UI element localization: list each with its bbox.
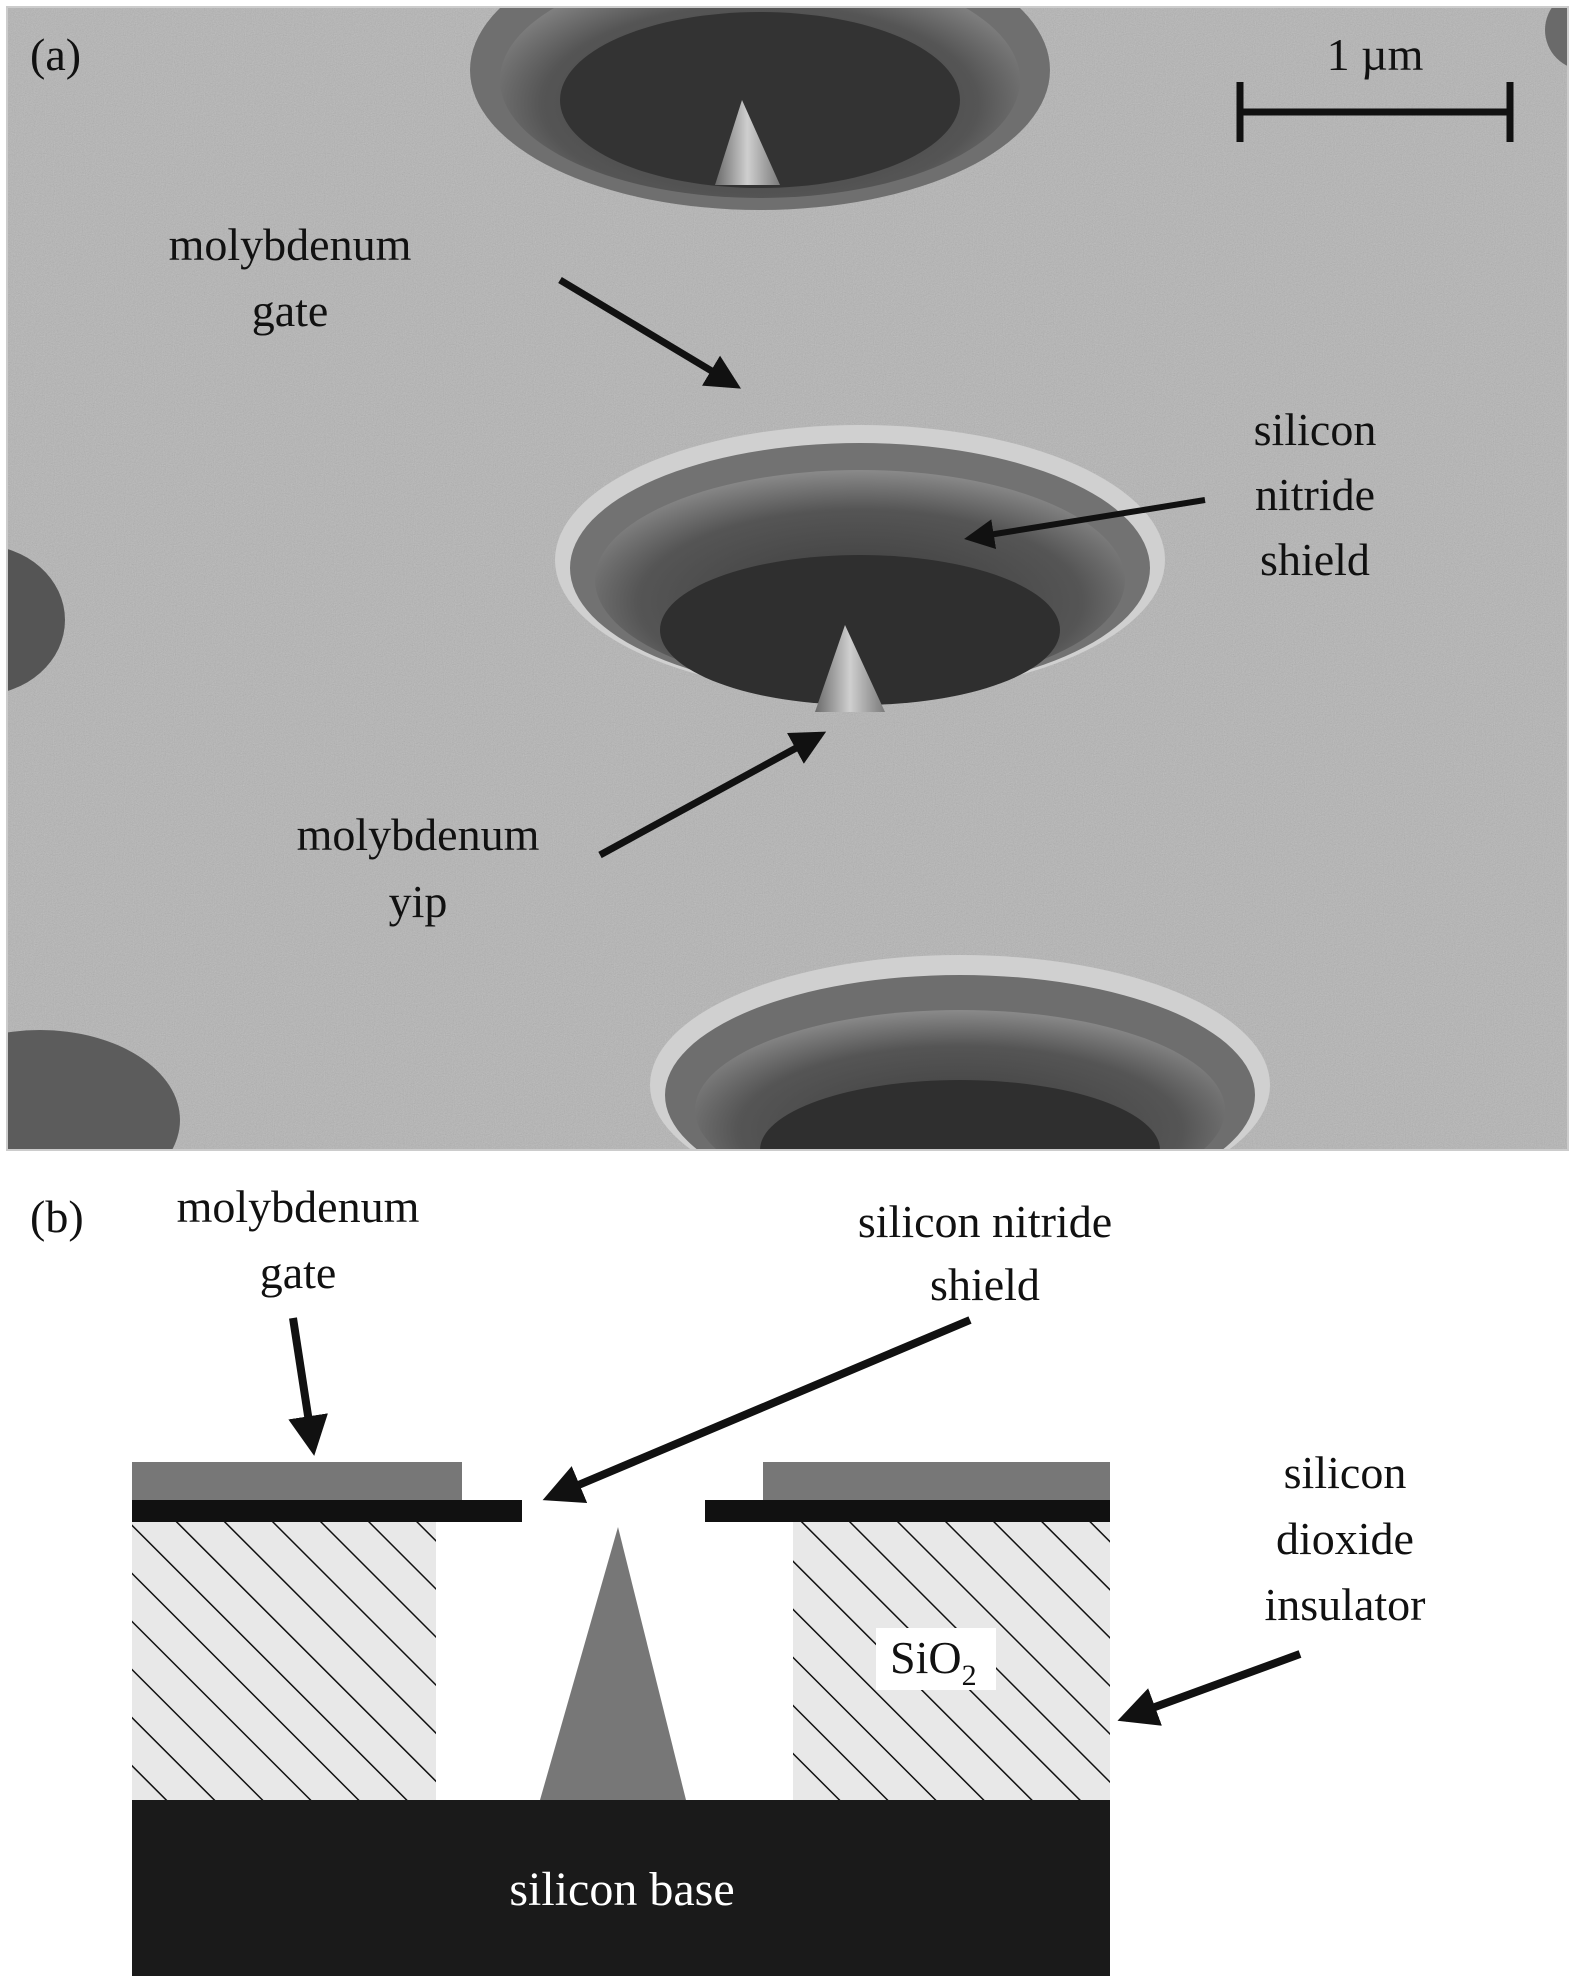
arrow-tip-a bbox=[598, 731, 827, 859]
pit-center bbox=[555, 425, 1165, 712]
pit-top-right bbox=[1545, 7, 1568, 67]
nitride-right bbox=[705, 1500, 1110, 1522]
svg-text:insulator: insulator bbox=[1265, 1579, 1426, 1630]
svg-text:yip: yip bbox=[389, 876, 448, 927]
svg-text:silicon: silicon bbox=[1254, 404, 1377, 455]
arrow-shield-a bbox=[964, 497, 1206, 549]
arrow-insulator-b bbox=[1117, 1650, 1302, 1726]
svg-text:shield: shield bbox=[1260, 534, 1370, 585]
svg-text:gate: gate bbox=[260, 1247, 337, 1298]
molybdenum-tip bbox=[815, 625, 885, 712]
nitride-left bbox=[132, 1500, 522, 1522]
label-shield-a: silicon nitride shield bbox=[1254, 404, 1377, 585]
pit-bottom bbox=[650, 955, 1270, 1150]
label-insulator-b: silicon dioxide insulator bbox=[1265, 1447, 1426, 1630]
label-shield-b: silicon nitride shield bbox=[858, 1196, 1112, 1310]
svg-text:dioxide: dioxide bbox=[1276, 1513, 1414, 1564]
pit-bottom-left bbox=[7, 1030, 180, 1150]
svg-text:SiO2: SiO2 bbox=[890, 1632, 977, 1692]
arrow-shield-b bbox=[542, 1316, 972, 1504]
svg-text:silicon nitride: silicon nitride bbox=[858, 1196, 1112, 1247]
silicon-base-label: silicon base bbox=[509, 1863, 734, 1916]
pit-left-edge bbox=[7, 548, 65, 692]
gate-left bbox=[132, 1462, 462, 1500]
silicon-base bbox=[132, 1800, 1110, 1976]
svg-text:molybdenum: molybdenum bbox=[177, 1181, 420, 1232]
oxide-left bbox=[132, 1522, 436, 1800]
sem-image: (a) 1 µm molybdenum gate silicon nitride… bbox=[7, 7, 1568, 1150]
panel-b-label: (b) bbox=[30, 1191, 84, 1242]
sio2-label: SiO2 bbox=[876, 1628, 996, 1692]
scale-bar bbox=[1236, 82, 1514, 142]
arrow-gate-b bbox=[288, 1317, 328, 1456]
label-gate-b: molybdenum gate bbox=[177, 1181, 420, 1298]
cross-section: (b) silicon base SiO2 molybdenum gate bbox=[30, 1181, 1425, 1976]
arrow-gate-a bbox=[558, 276, 742, 389]
emitter-tip bbox=[540, 1527, 686, 1800]
label-tip-a: molybdenum yip bbox=[297, 809, 540, 927]
pit-top bbox=[470, 7, 1050, 210]
gate-right bbox=[763, 1462, 1110, 1500]
svg-text:silicon: silicon bbox=[1284, 1447, 1407, 1498]
scale-bar-label: 1 µm bbox=[1327, 29, 1424, 80]
svg-text:shield: shield bbox=[930, 1259, 1040, 1310]
svg-text:gate: gate bbox=[252, 285, 329, 336]
label-gate-a: molybdenum gate bbox=[169, 219, 412, 336]
panel-a-label: (a) bbox=[30, 29, 81, 80]
svg-text:molybdenum: molybdenum bbox=[297, 809, 540, 860]
svg-text:molybdenum: molybdenum bbox=[169, 219, 412, 270]
svg-text:nitride: nitride bbox=[1255, 469, 1375, 520]
